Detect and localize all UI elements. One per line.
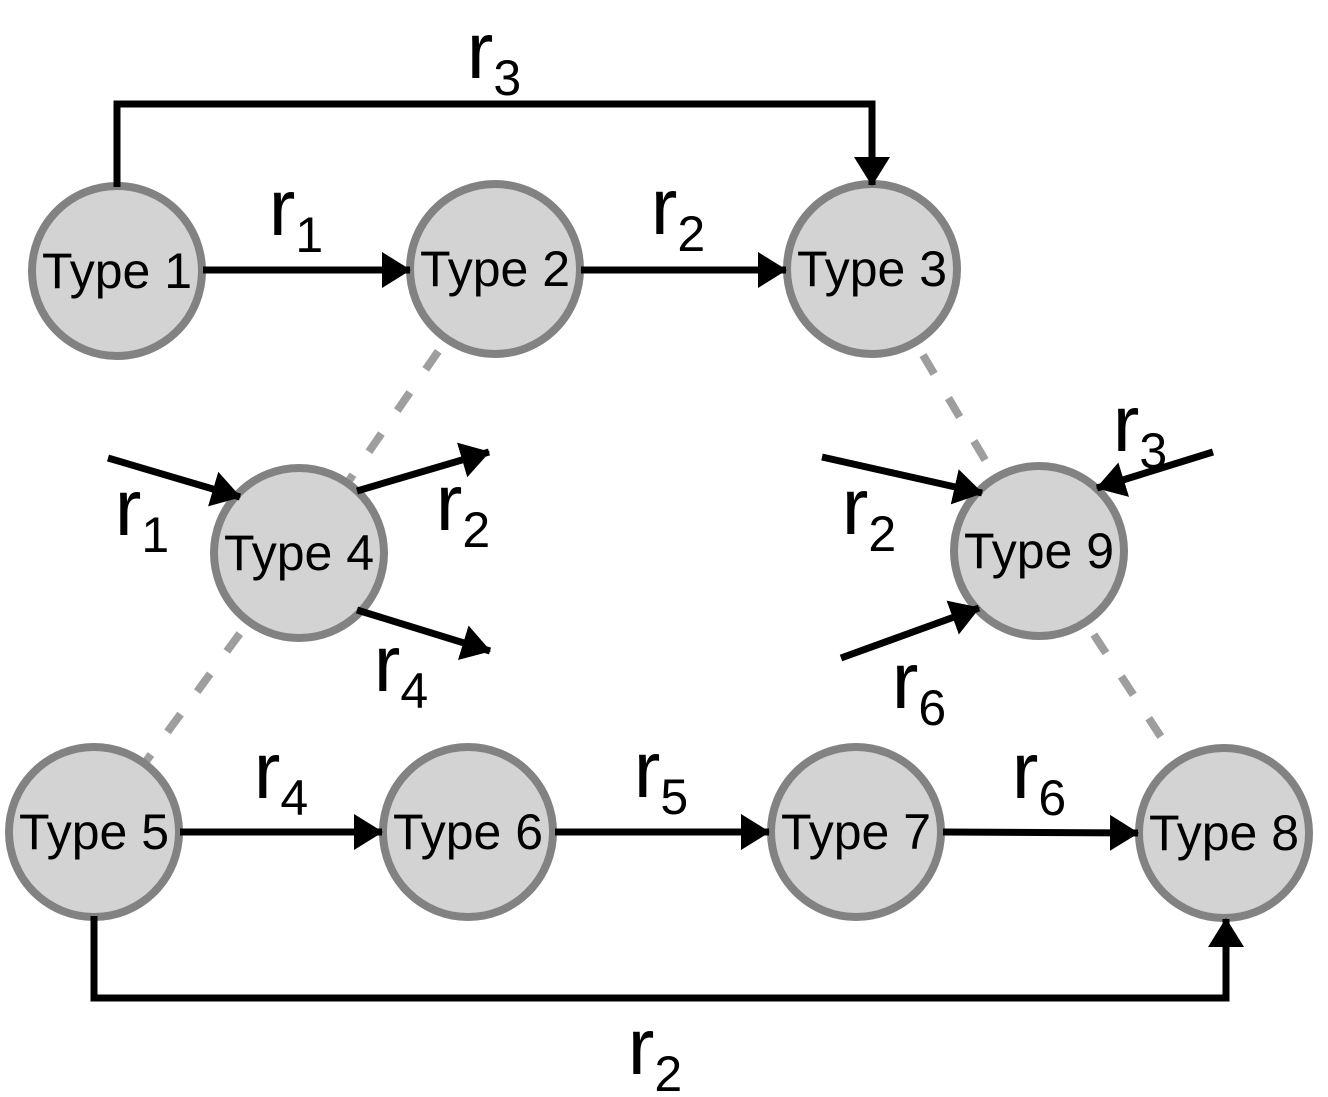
edge-label-base-r6-type9: r [891,636,919,725]
edge-label-base-r1-top: r [268,163,296,252]
edge-label-base-r2-type9: r [841,462,869,551]
node-label-type7: Type 7 [780,804,932,860]
edge-arrow-r6-type9-in [839,600,981,662]
edge-arrow-r2-type9-in [821,453,983,505]
edge-label-subscript-r6-type9: 6 [918,680,947,736]
node-label-type3: Type 3 [796,241,948,297]
edge-label-subscript-r2-top: 2 [677,206,706,262]
edge-label-r4-bottom: r4 [254,731,309,826]
edge-arrow-r4-type4-out [355,606,492,660]
edge-label-base-r2-top: r [650,162,678,251]
edge-label-subscript-r4-type4: 4 [400,663,429,719]
edge-label-subscript-r1-type4: 1 [141,507,170,563]
edge-label-subscript-r5-bottom: 5 [660,769,689,825]
edge-label-r1-type4: r1 [115,468,170,563]
node-circle-type7 [767,743,945,921]
edge-label-subscript-r6-bottom: 6 [1038,770,1067,826]
edge-label-base-r3-type9: r [1112,379,1140,468]
edge-arrow-r2-bottom [90,916,1244,1002]
node-label-type4: Type 4 [223,525,375,581]
node-label-type9: Type 9 [963,523,1115,579]
edge-label-r6-bottom: r6 [1012,731,1067,826]
edge-arrow-r1-type4-in [107,454,241,507]
edge-label-base-r1-type4: r [114,463,142,552]
edge-label-r3-top: r3 [467,11,522,106]
edge-label-subscript-r2-type4: 2 [462,502,491,558]
edge-label-base-r3-top: r [466,6,494,95]
edge-label-r2-bottom: r2 [628,1007,682,1097]
edge-label-subscript-r3-top: 3 [493,50,522,106]
edge-label-r1-top: r1 [269,168,324,263]
node-label-type5: Type 5 [18,804,170,860]
edge-label-r2-type9: r2 [842,467,897,562]
edge-label-base-r6-bottom: r [1011,726,1039,815]
edge-arrow-r2-type4-out [356,442,490,495]
edge-label-r4-type4: r4 [374,624,429,719]
edge-arrow-r6-bottom [942,814,1139,851]
edge-label-base-r5-bottom: r [633,725,661,814]
edge-arrow-r3-type9-in [1095,448,1215,497]
edge-label-subscript-r1-top: 1 [295,207,324,263]
node-label-type2: Type 2 [419,241,571,297]
edge-label-base-r2-type4: r [435,458,463,547]
node-circle-type9 [950,462,1128,640]
edge-label-r5-bottom: r5 [634,730,689,825]
edge-label-subscript-r2-type9: 2 [868,506,897,562]
edge-label-r6-type9: r6 [892,641,947,736]
edge-label-base-r2-bottom: r [627,1002,655,1091]
edge-label-subscript-r2-bottom: 2 [654,1046,683,1097]
edge-label-subscript-r4-bottom: 4 [280,770,309,826]
edge-label-r3-type9: r3 [1113,384,1168,479]
edge-label-r2-top: r2 [651,167,706,262]
edge-arrow-r3-top [113,100,890,187]
edge-label-r2-type4: r2 [436,463,491,558]
node-circle-type6 [379,743,557,921]
node-label-type8: Type 8 [1148,805,1300,861]
node-label-type1: Type 1 [41,243,193,299]
node-label-type6: Type 6 [392,804,544,860]
node-circle-type4 [210,464,388,642]
edge-label-base-r4-type4: r [373,619,401,708]
edge-label-base-r4-bottom: r [253,726,281,815]
edge-label-subscript-r3-type9: 3 [1139,423,1168,479]
